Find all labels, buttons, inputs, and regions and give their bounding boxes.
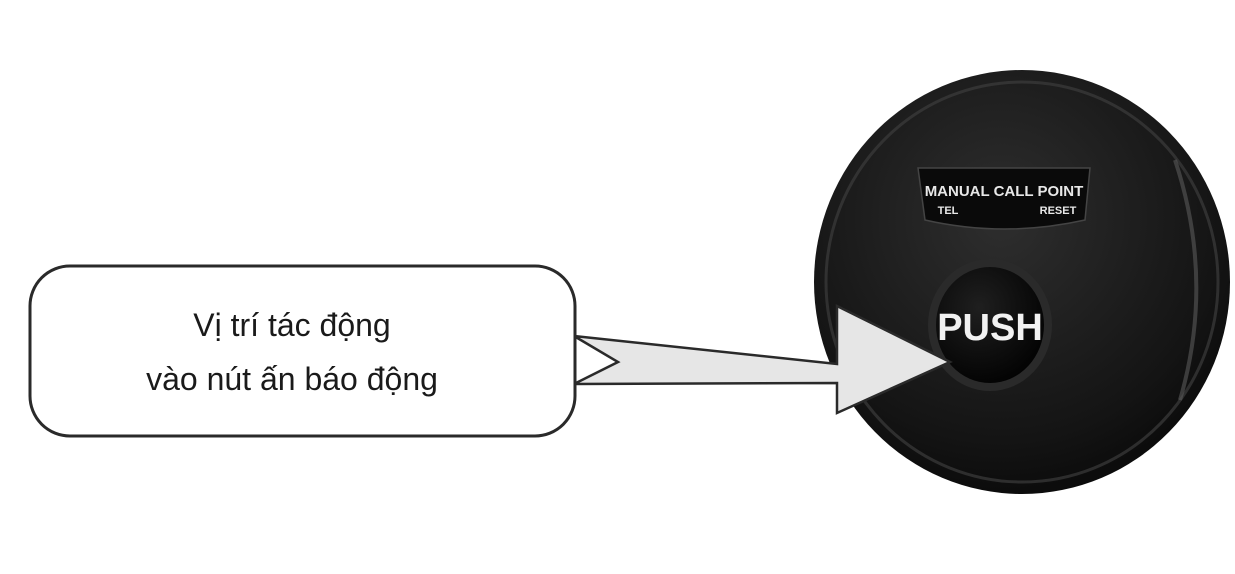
plate-title-text: MANUAL CALL POINT xyxy=(925,183,1084,200)
callout-line-1: Vị trí tác động xyxy=(193,307,390,343)
plate-reset-text: RESET xyxy=(1040,205,1077,217)
device-rim-shine xyxy=(1173,159,1199,401)
device-rim-highlight xyxy=(824,80,1220,484)
pointer-arrow xyxy=(573,303,953,415)
callout-box: Vị trí tác động vào nút ấn báo động xyxy=(28,264,577,438)
call-point-device: MANUAL CALL POINT TEL RESET PUSH xyxy=(814,70,1230,494)
push-button[interactable]: PUSH xyxy=(928,259,1052,391)
plate-tel-text: TEL xyxy=(938,205,959,217)
label-plate xyxy=(917,167,1091,230)
callout-frame xyxy=(28,264,577,438)
push-button-label: PUSH xyxy=(937,307,1043,349)
callout-line-2: vào nút ấn báo động xyxy=(146,361,438,397)
push-button-face[interactable] xyxy=(936,267,1044,383)
